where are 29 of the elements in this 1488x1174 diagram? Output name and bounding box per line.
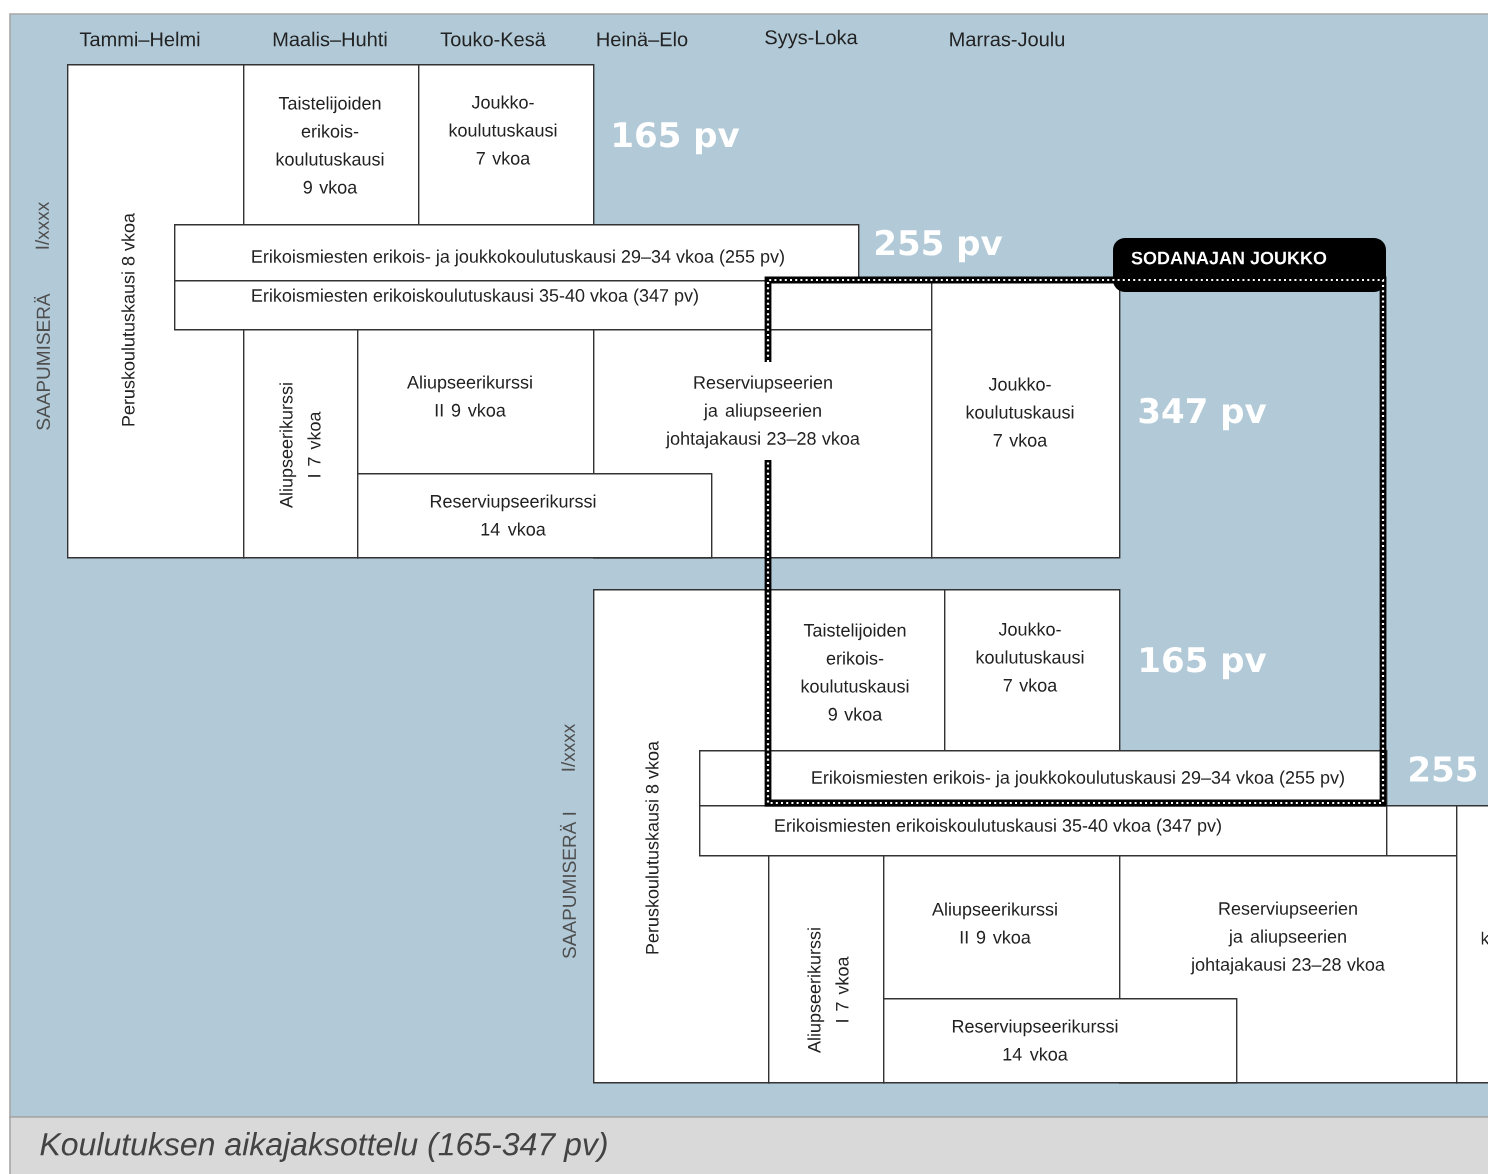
month-label: Syys-Loka	[765, 29, 858, 49]
batch-label: SAAPUMISERÄ	[33, 293, 51, 430]
duration-label: 165 pv	[614, 121, 740, 155]
course-box: Taistelijoiden erikois- koulutuskausi 9 vkoa	[768, 589, 946, 752]
duration-label: 255	[1410, 756, 1477, 782]
batch-label: I/xxxx	[35, 201, 49, 249]
month-label: Heinä–Elo	[597, 31, 688, 47]
course-box	[1386, 805, 1458, 857]
course-box: Joukko- koulutuskausi 7 vkoa	[418, 64, 595, 226]
course-box: Joukko- koulutuskausi 7 vkoa	[931, 280, 1121, 559]
month-label: Marras-Joulu	[950, 31, 1064, 47]
course-box: Aliupseerikurssi I 7 vkoa	[768, 855, 885, 1084]
course-box: Erikoismiesten erikoiskoulutuskausi 35-40 vkoa (347 pv)	[174, 280, 933, 331]
duration-label: 165 pv	[1141, 646, 1267, 680]
duration-label: 255 pv	[876, 229, 1003, 263]
batch-label: SAAPUMISERÄ I	[559, 812, 577, 959]
course-box: Erikoismiesten erikois- ja joukkokoulutuskausi 29–34 vkoa (255 pv)	[174, 224, 860, 282]
course-box: Aliupseerikurssi II 9 vkoa	[357, 329, 595, 475]
course-box: Aliupseerikurssi II 9 vkoa	[883, 855, 1121, 1000]
caption: Koulutuksen aikajaksottelu (165-347 pv)	[40, 1132, 607, 1162]
course-box: Taistelijoiden erikois- koulutuskausi 9 vkoa	[243, 64, 420, 226]
batch-label: I/xxxx	[561, 723, 575, 771]
month-label: Maalis–Huhti	[273, 31, 387, 47]
month-label: Touko-Kesä	[440, 31, 546, 47]
month-label: Tammi–Helmi	[79, 31, 200, 47]
course-box: Reserviupseerikurssi 14 vkoa	[357, 473, 713, 559]
course-box: Aliupseerikurssi I 7 vkoa	[243, 329, 359, 559]
course-box: Reserviupseerikurssi 14 vkoa	[883, 998, 1238, 1084]
course-box: Joukko- koulutuskausi 7 vkoa	[944, 589, 1121, 752]
